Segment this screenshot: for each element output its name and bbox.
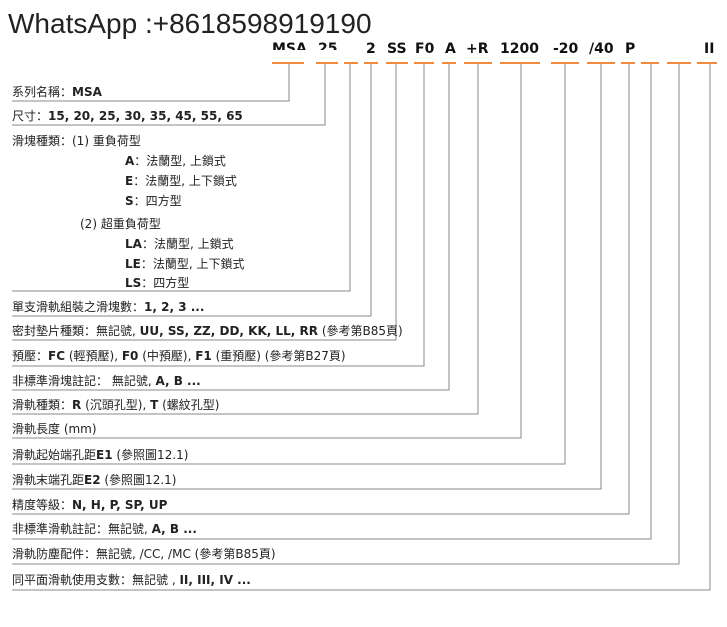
code-part-rail-type: +R [466,41,489,57]
series-name-line: 系列名稱：MSA [12,85,102,99]
code-part-series: MSA [272,41,307,50]
code-part-rail-length: 1200 [500,41,539,57]
code-underline [621,62,635,64]
seal-type-line: 密封墊片種類：無記號, UU, SS, ZZ, DD, KK, LL, RR (… [12,324,403,338]
block-count-line: 單支滑軌組裝之滑塊數：1, 2, 3 ... [12,300,205,314]
rail-end-pitch-line: 滑軌末端孔距E2 (參照圖12.1) [12,473,177,487]
code-underline [316,62,338,64]
code-part-block-mark: A [445,41,456,57]
code-underline [272,62,304,64]
code-underline [464,62,492,64]
rail-dust-accessory-line: 滑軌防塵配件：無記號, /CC, /MC (參考第B85頁) [12,547,276,561]
code-part-e2: /40 [589,41,614,57]
code-part-block-count: 2 [366,41,376,57]
block-type-e: E：法蘭型, 上下鎖式 [125,174,237,188]
code-underline [500,62,540,64]
code-underline [697,62,717,64]
code-underline [442,62,456,64]
code-part-size: 25 [318,41,338,50]
code-underline [667,62,691,64]
code-part-e1: -20 [553,41,579,57]
nonstandard-rail-line: 非標準滑軌註記：無記號, A, B ... [12,522,197,536]
code-underline [344,62,358,64]
same-plane-rail-count-line: 同平面滑軌使用支數：無記號 , II, III, IV ... [12,573,251,587]
block-type-heavy-line: 滑塊種類：(1) 重負荷型 [12,134,141,148]
rail-start-pitch-line: 滑軌起始端孔距E1 (參照圖12.1) [12,448,189,462]
size-line: 尺寸：15, 20, 25, 30, 35, 45, 55, 65 [12,109,243,123]
accuracy-grade-line: 精度等級：N, H, P, SP, UP [12,498,168,512]
code-part-accuracy: P [625,41,636,57]
code-underline [587,62,615,64]
code-underline [386,62,408,64]
block-type-a: A：法蘭型, 上鎖式 [125,154,226,168]
rail-type-line: 滑軌種類：R (沉頭孔型), T (螺紋孔型) [12,398,220,412]
block-type-le: LE：法蘭型, 上下鎖式 [125,257,245,271]
code-part-rail-count: II [704,41,715,57]
preload-line: 預壓：FC (輕預壓), F0 (中預壓), F1 (重預壓) (參考第B27頁… [12,349,346,363]
whatsapp-watermark: WhatsApp :+8618598919190 [8,8,372,39]
nonstandard-block-line: 非標準滑塊註記： 無記號, A, B ... [12,374,201,388]
block-type-s: S：四方型 [125,194,182,208]
block-type-ls: LS：四方型 [125,276,190,290]
code-part-preload: F0 [415,41,435,57]
block-type-super-heavy-line: (2) 超重負荷型 [80,217,161,231]
code-part-seal: SS [387,41,407,57]
code-underline [641,62,659,64]
code-underline [364,62,378,64]
rail-length-line: 滑軌長度 (mm) [12,422,97,436]
code-underline [414,62,434,64]
block-type-la: LA：法蘭型, 上鎖式 [125,237,234,251]
code-underline [551,62,579,64]
